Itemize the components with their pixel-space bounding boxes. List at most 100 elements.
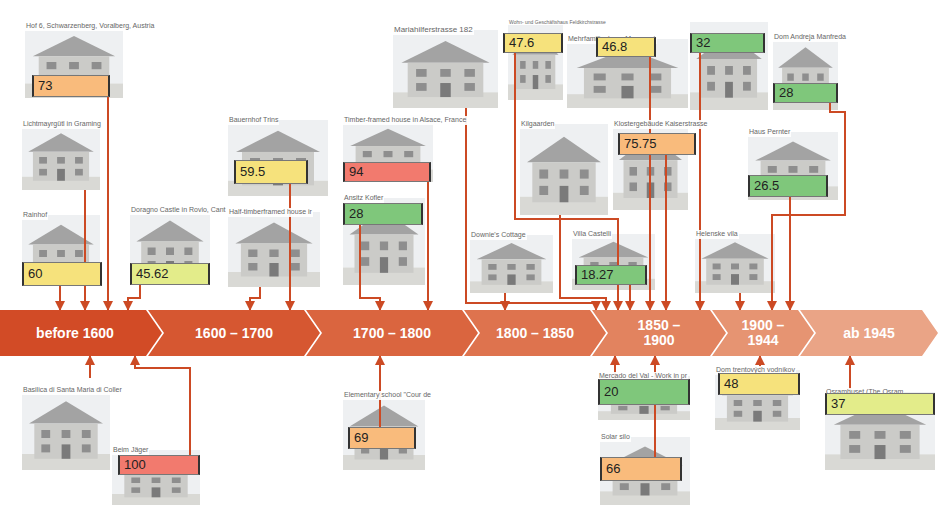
building-photo	[572, 234, 655, 290]
connector-arrow	[128, 285, 140, 310]
building-photo	[748, 132, 838, 200]
score-value: 48	[724, 377, 738, 391]
score-value: 28	[779, 86, 793, 100]
building-photo	[825, 392, 935, 470]
building-name: Elementary school "Cour de	[343, 391, 432, 400]
score-value: 75.75	[624, 137, 657, 151]
timeline-period: 1600 – 1700	[148, 310, 320, 356]
score-value: 26.5	[754, 179, 779, 193]
building-card: Dom Andreja Manfreda 28	[773, 25, 847, 110]
score-box: 45.62	[130, 263, 210, 285]
building-name: Hof 6, Schwarzenberg, Voralberg, Austria	[25, 22, 155, 31]
building-card: Klostergebäude Kaiserstrasse 75.75	[613, 112, 709, 210]
score-value: 32	[696, 36, 710, 50]
building-name: Wohn- und Geschäftshaus Feldkirchstrasse	[508, 19, 607, 25]
score-box: 73	[32, 75, 110, 97]
period-label: 1700 – 1800	[353, 326, 431, 341]
score-value: 46.8	[602, 40, 627, 54]
period-label: 1800 – 1850	[496, 326, 574, 341]
building-card: Osramhuset (The Osram37	[825, 380, 935, 470]
connector-arrow	[84, 190, 86, 310]
building-photo	[393, 30, 498, 108]
building-name: Villa Castelli	[572, 230, 612, 239]
building-card: Timber-framed house in Alsace, France94	[343, 108, 468, 182]
score-box: 28	[343, 203, 423, 225]
building-card: Ansitz Kofler28	[343, 186, 425, 285]
score-box: 66	[600, 457, 682, 481]
connector-arrow	[289, 184, 291, 310]
period-label: 1850 – 1900	[630, 318, 688, 347]
connector-arrow	[89, 356, 91, 378]
connector-arrow	[135, 356, 190, 455]
score-value: 59.5	[240, 165, 265, 179]
score-value: 45.62	[136, 267, 169, 281]
connector-arrow	[59, 286, 61, 310]
connector-arrow	[427, 182, 429, 310]
building-card: Downie's Cottage	[470, 223, 553, 293]
building-photo	[343, 120, 433, 182]
building-card: Beim Jäger100	[112, 438, 200, 505]
period-label: ab 1945	[843, 326, 894, 341]
building-photo	[228, 212, 320, 287]
building-photo	[715, 370, 800, 430]
period-label: 1600 – 1700	[195, 326, 273, 341]
timeline-period: 1850 – 1900	[592, 310, 726, 356]
building-card: Doragno Castle in Rovio, Cant 45.62	[130, 198, 227, 285]
timeline-period: 1700 – 1800	[306, 310, 478, 356]
building-card: Solar silo66	[600, 425, 690, 505]
score-value: 20	[604, 385, 618, 399]
building-photo	[598, 376, 690, 420]
score-box: 47.6	[503, 33, 563, 53]
building-photo	[25, 26, 123, 98]
building-card: Helenske vila	[695, 222, 775, 293]
building-card: Hof 6, Schwarzenberg, Voralberg, Austria…	[25, 14, 156, 98]
building-card: Wohn- und Geschäftshaus Feldkirchstrasse…	[508, 10, 607, 100]
building-name: Mariahilferstrasse 182	[393, 25, 474, 35]
building-name: Dom Andreja Manfreda	[773, 33, 847, 42]
connector-arrow	[739, 293, 741, 310]
building-photo	[600, 437, 690, 505]
building-card: Lichtmayrgütl in Graming	[22, 112, 102, 190]
score-box: 20	[598, 379, 690, 405]
connector-arrow	[107, 97, 109, 310]
building-name: Half-timberframed house ir	[228, 208, 313, 217]
score-box: 59.5	[234, 160, 308, 184]
connector-arrow	[699, 53, 701, 310]
building-photo	[22, 390, 110, 470]
building-name: Downie's Cottage	[470, 231, 527, 240]
building-card: Elementary school "Cour de 69	[343, 383, 432, 470]
building-name: Klostergebäude Kaiserstrasse	[613, 120, 708, 129]
period-label: before 1600	[36, 326, 114, 341]
building-name: Bauernhof Trins	[228, 116, 279, 125]
building-photo	[112, 450, 200, 505]
connector-arrow	[665, 155, 667, 310]
building-name: Timber-framed house in Alsace, France	[343, 116, 467, 125]
connector-arrow	[360, 225, 380, 310]
score-value: 69	[354, 431, 368, 445]
building-card: Dom trentových vodníkov48	[715, 358, 800, 430]
score-box: 69	[348, 427, 416, 449]
connector-arrow	[649, 57, 651, 310]
score-value: 28	[349, 207, 363, 221]
building-name: Doragno Castle in Rovio, Cant	[130, 206, 227, 215]
period-label: 1900 – 1944	[734, 318, 792, 347]
building-name: Rainhof	[22, 211, 48, 220]
building-photo	[343, 198, 425, 285]
score-value: 100	[124, 458, 146, 472]
building-name: Kilgaarden	[520, 120, 555, 129]
building-photo	[470, 235, 553, 293]
building-photo	[130, 210, 210, 285]
building-photo	[695, 234, 775, 293]
building-card: Mariahilferstrasse 182	[393, 18, 498, 108]
building-photo	[520, 124, 608, 215]
building-name: Haus Pernter	[748, 128, 791, 137]
building-photo	[343, 395, 425, 470]
score-value: 47.6	[509, 36, 534, 50]
building-name: Lichtmayrgütl in Graming	[22, 120, 102, 129]
connector-arrow	[515, 53, 618, 310]
building-card: Haus Pernter 26.5	[748, 120, 838, 200]
connector-arrow	[504, 293, 506, 310]
building-photo	[22, 124, 100, 190]
